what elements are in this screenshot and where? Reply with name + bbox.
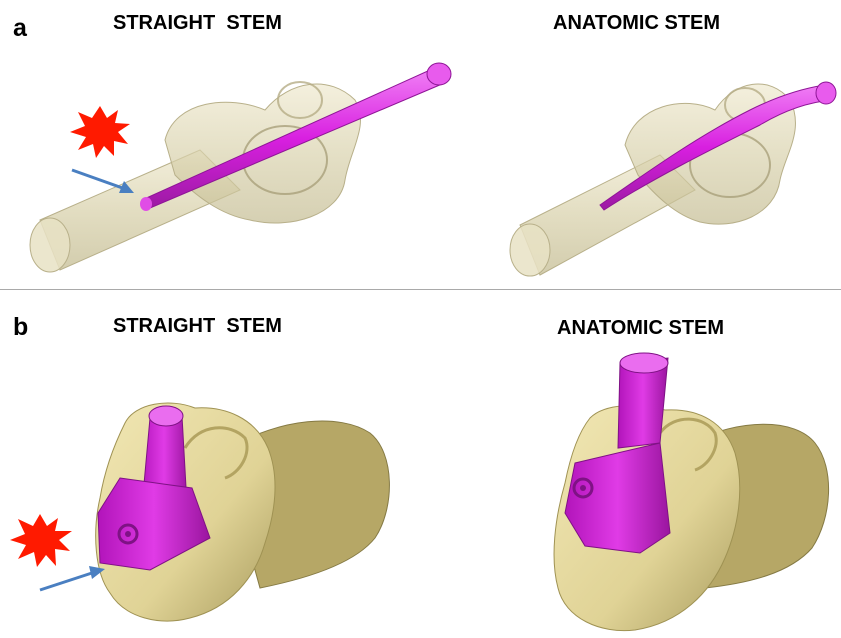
arrow-icon [40,566,105,590]
panel-a-anatomic-stem-render [480,40,840,290]
panel-b-right-title: ANATOMIC STEM [557,317,724,340]
stem-tip [149,406,183,426]
panel-a-right-title: ANATOMIC STEM [553,12,720,35]
panel-letter-a: a [13,14,27,43]
stem-tip [620,353,668,373]
stem-tip [816,82,836,104]
arrow-icon [72,170,134,193]
panel-b-anatomic-stem-render [520,348,840,638]
panel-b-left-title: STRAIGHT STEM [113,315,282,338]
panel-a-left-title: STRAIGHT STEM [113,12,282,35]
impingement-star-icon [70,106,130,158]
shaft-end [30,218,70,272]
shaft-end [510,224,550,276]
impingement-star-icon [10,514,72,567]
panel-b-straight-stem-render [0,338,420,638]
panel-a-straight-stem-render [0,40,460,290]
stem-tip [427,63,451,85]
